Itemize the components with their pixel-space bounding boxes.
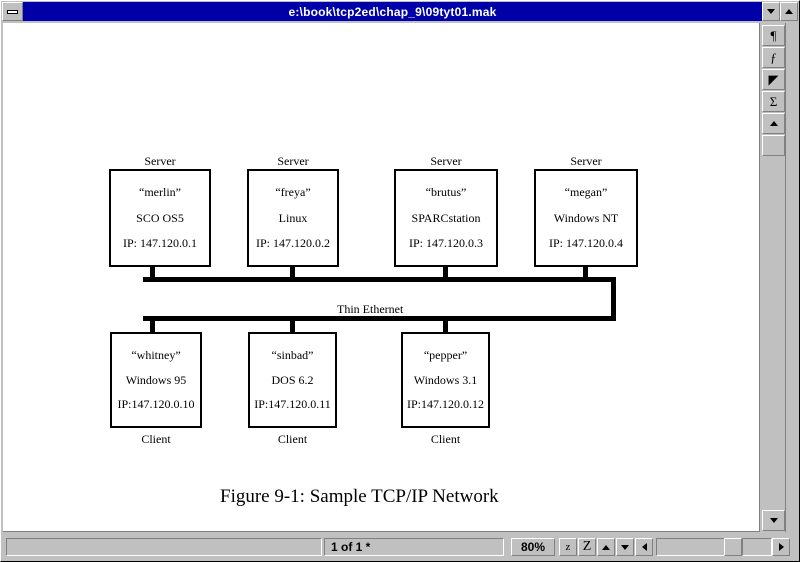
server-stub-3 <box>443 267 448 279</box>
client-hostname: “whitney” <box>131 347 181 362</box>
page-up-button[interactable] <box>597 538 615 556</box>
server-caption-3: Server <box>430 154 462 168</box>
arrow-left-icon <box>641 543 647 551</box>
server-stub-4 <box>583 267 588 279</box>
zoom-out-button[interactable]: z <box>559 538 577 556</box>
bus-top-rail <box>143 277 616 282</box>
client-ip: IP:147.120.0.10 <box>117 397 195 412</box>
server-node-merlin[interactable]: “merlin” SCO OS5 IP: 147.120.0.1 <box>109 169 211 267</box>
server-hostname: “megan” <box>564 185 608 200</box>
client-os: Windows 3.1 <box>413 372 478 387</box>
bus-label: Thin Ethernet <box>337 302 404 316</box>
right-toolbar-and-scrollbar: ¶ ƒ ◤ Σ <box>762 23 799 532</box>
function-icon: ƒ <box>770 50 777 65</box>
horizontal-scrollbar-track-right[interactable] <box>742 538 772 556</box>
client-node-whitney[interactable]: “whitney” Windows 95 IP:147.120.0.10 <box>110 332 202 428</box>
vertical-scrollbar-thumb[interactable] <box>762 135 785 156</box>
server-ip: IP: 147.120.0.4 <box>548 235 623 250</box>
client-stub-2 <box>290 321 295 333</box>
client-caption-3: Client <box>430 432 461 446</box>
server-hostname: “brutus” <box>425 185 467 200</box>
server-ip: IP: 147.120.0.1 <box>122 235 197 250</box>
title-bar: e:\book\tcp2ed\chap_9\09tyt01.mak <box>2 2 798 21</box>
sigma-icon-button[interactable]: Σ <box>762 91 785 112</box>
page-down-icon <box>621 544 629 550</box>
status-message-panel <box>6 538 322 556</box>
status-bar: 1 of 1 * 80% z Z <box>2 534 798 560</box>
server-caption-1: Server <box>144 154 176 168</box>
client-os: Windows 95 <box>125 372 187 387</box>
angle-icon-button[interactable]: ◤ <box>762 69 785 90</box>
page-down-button[interactable] <box>616 538 634 556</box>
server-caption-2: Server <box>277 154 309 168</box>
angle-icon: ◤ <box>768 72 779 87</box>
server-os: Windows NT <box>553 210 619 225</box>
chevron-up-icon <box>785 9 793 14</box>
server-os: SPARCstation <box>411 210 481 225</box>
zoom-level-button[interactable]: 80% <box>511 538 555 556</box>
client-caption-1: Client <box>141 432 171 446</box>
server-hostname: “merlin” <box>139 185 181 200</box>
client-stub-3 <box>443 321 448 333</box>
arrow-right-icon <box>778 543 784 551</box>
scroll-up-icon <box>769 121 778 126</box>
page-indicator: 1 of 1 * <box>324 538 504 556</box>
server-caption-4: Server <box>570 154 602 168</box>
client-ip: IP:147.120.0.11 <box>254 397 331 412</box>
client-node-sinbad[interactable]: “sinbad” DOS 6.2 IP:147.120.0.11 <box>248 332 337 428</box>
scroll-down-button[interactable] <box>762 510 785 531</box>
scroll-down-icon <box>769 518 778 523</box>
document-canvas[interactable]: Server Server Server Server “merlin” SCO… <box>3 23 760 532</box>
chevron-down-icon <box>767 9 775 14</box>
page-up-icon <box>602 544 610 550</box>
sigma-icon: Σ <box>769 94 778 109</box>
scroll-right-button[interactable] <box>772 538 790 556</box>
bus-right-riser <box>611 277 616 321</box>
figure-caption: Figure 9-1: Sample TCP/IP Network <box>220 486 499 507</box>
window-title: e:\book\tcp2ed\chap_9\09tyt01.mak <box>23 2 762 21</box>
system-menu-button[interactable] <box>2 2 23 21</box>
titlebar-scroll-down-button[interactable] <box>762 2 780 21</box>
client-ip: IP:147.120.0.12 <box>406 397 484 412</box>
network-diagram: Server Server Server Server “merlin” SCO… <box>3 23 759 531</box>
function-icon-button[interactable]: ƒ <box>762 47 785 68</box>
client-stub-1 <box>150 321 155 333</box>
server-os: SCO OS5 <box>136 210 184 225</box>
paragraph-icon: ¶ <box>770 28 777 43</box>
titlebar-scroll-up-button[interactable] <box>780 2 798 21</box>
right-gutter <box>785 23 799 532</box>
server-stub-1 <box>150 267 155 279</box>
server-stub-2 <box>290 267 295 279</box>
paragraph-icon-button[interactable]: ¶ <box>762 25 785 46</box>
horizontal-scrollbar-thumb[interactable] <box>724 538 742 556</box>
server-node-freya[interactable]: “freya” Linux IP: 147.120.0.2 <box>247 169 339 267</box>
scroll-up-button[interactable] <box>762 113 785 134</box>
server-node-brutus[interactable]: “brutus” SPARCstation IP: 147.120.0.3 <box>394 169 498 267</box>
bus-bottom-rail <box>143 316 616 321</box>
server-ip: IP: 147.120.0.2 <box>255 235 330 250</box>
client-caption-2: Client <box>277 432 308 446</box>
vertical-scrollbar-track[interactable] <box>762 156 785 510</box>
client-node-pepper[interactable]: “pepper” Windows 3.1 IP:147.120.0.12 <box>401 332 490 428</box>
previous-button[interactable] <box>635 538 653 556</box>
minimize-icon <box>7 9 18 14</box>
server-hostname: “freya” <box>275 185 311 200</box>
server-ip: IP: 147.120.0.3 <box>408 235 483 250</box>
server-os: Linux <box>278 210 308 225</box>
client-hostname: “pepper” <box>423 347 468 362</box>
client-os: DOS 6.2 <box>271 372 314 387</box>
client-hostname: “sinbad” <box>271 347 314 362</box>
zoom-in-button[interactable]: Z <box>578 538 596 556</box>
server-node-megan[interactable]: “megan” Windows NT IP: 147.120.0.4 <box>534 169 638 267</box>
